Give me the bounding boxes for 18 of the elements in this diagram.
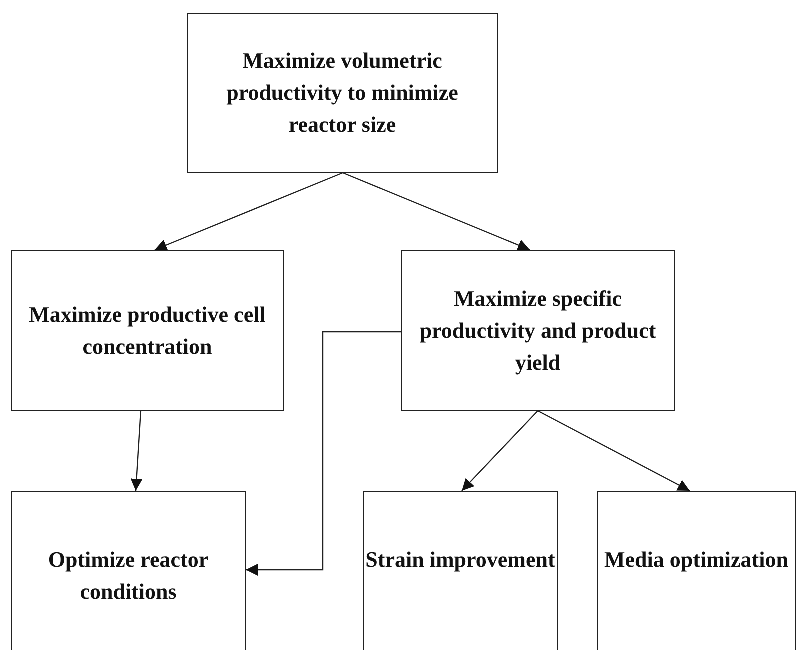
goal-box (363, 491, 558, 650)
goal-text: Maximize volumetric productivity to minimize reactor size (226, 47, 460, 139)
goal-box (401, 250, 675, 411)
goal-text: Optimize reactor conditions (47, 546, 210, 606)
goal-box (11, 491, 246, 650)
goal-text: Strain improvement (366, 546, 556, 574)
arrow (154, 172, 344, 251)
arrow (462, 410, 538, 492)
goal-box (11, 250, 284, 411)
goal-text: Maximize specific productivity and product yield (418, 284, 658, 377)
arrow (246, 331, 401, 576)
goal-box (187, 13, 498, 173)
arrow (538, 410, 690, 492)
goal-box (597, 491, 796, 650)
goal-text: Media optimization (604, 546, 788, 574)
arrow (130, 410, 143, 492)
arrow (342, 172, 530, 251)
goal-text: Maximize productive cell concentration (28, 300, 267, 360)
